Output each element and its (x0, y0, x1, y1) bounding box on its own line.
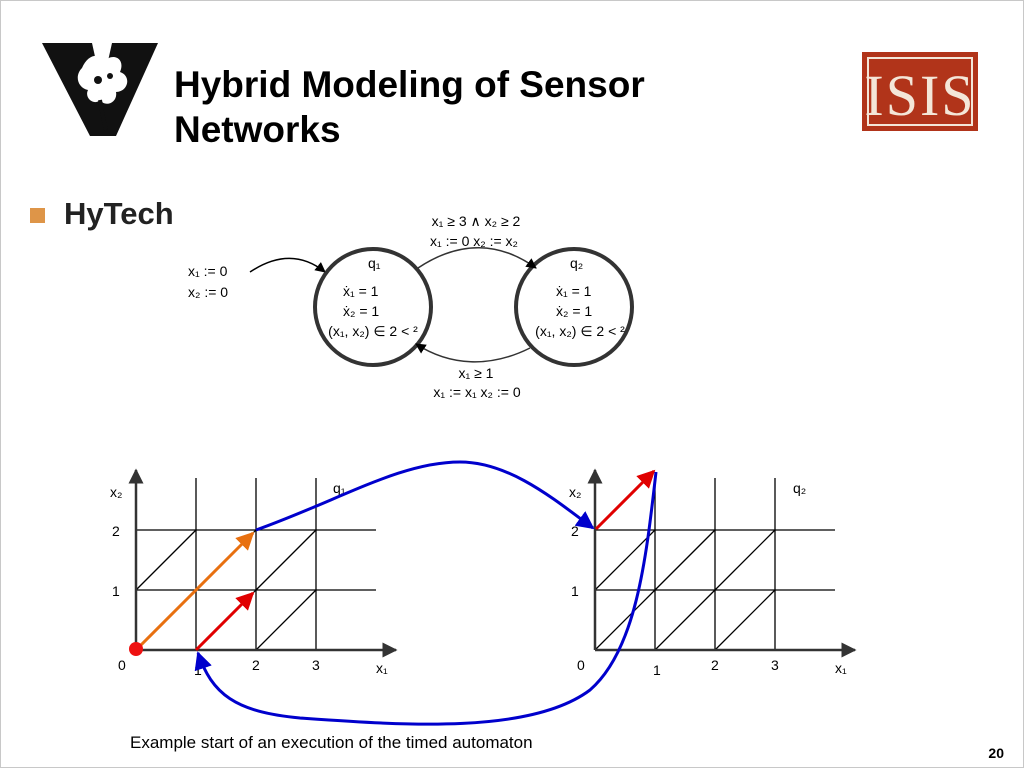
state-q2 (514, 247, 634, 367)
state-q1-invariant: (x₁, x₂) ∈ 2 < ² (328, 323, 418, 339)
plot-q1-xlabel: x₁ (376, 660, 388, 676)
plot-q1-xtick-0: 0 (118, 657, 126, 673)
plot-q1: x₂ x₁ q₁ 2 1 0 1 2 3 (110, 468, 398, 678)
plot-q2-xtick-3: 3 (771, 657, 779, 673)
state-q1-flow-x1: ẋ₁ = 1 (343, 283, 379, 299)
plot-q1-state-label: q₁ (333, 480, 346, 496)
edge-q1-to-q2 (417, 247, 537, 269)
state-q2-flow-x1: ẋ₁ = 1 (556, 283, 592, 299)
plot-q2-ytick-2: 2 (571, 523, 579, 539)
edge-q1-q2-guard: x₁ ≥ 3 ∧ x₂ ≥ 2 (432, 213, 521, 229)
init-reset-x2: x₂ := 0 (188, 284, 228, 300)
plot-q1-ytick-2: 2 (112, 523, 120, 539)
plot-q2-xtick-2: 2 (711, 657, 719, 673)
state-q2-flow-x2: ẋ₂ = 1 (556, 303, 592, 319)
plot-q1-flow-arrow-orange (134, 531, 255, 652)
init-reset-x1: x₁ := 0 (188, 263, 228, 279)
figure-caption: Example start of an execution of the tim… (130, 733, 533, 752)
plot-q1-ylabel: x₂ (110, 484, 122, 500)
transition-curve-q1-to-q2 (255, 460, 595, 532)
plot-q2-xtick-0: 0 (577, 657, 585, 673)
plot-q1-grid (135, 478, 376, 651)
bullet-hytech: HyTech (64, 196, 174, 231)
initial-edge (249, 257, 326, 273)
state-q1 (313, 247, 433, 367)
slide-title: Hybrid Modeling of Sensor Networks (174, 64, 645, 150)
state-q2-name: q₂ (570, 255, 583, 271)
plot-q2-xlabel: x₁ (835, 660, 847, 676)
isis-logo: ISIS (862, 52, 978, 131)
plot-q2: x₂ x₁ q₂ 2 1 0 1 2 3 (569, 468, 857, 678)
isis-logo-text: ISIS (864, 63, 975, 128)
plot-q2-flow-arrow-red (594, 469, 656, 531)
plot-q2-grid (594, 478, 835, 651)
vanderbilt-logo (42, 43, 158, 136)
plot-q2-ytick-1: 1 (571, 583, 579, 599)
state-q2-invariant: (x₁, x₂) ∈ 2 < ² (535, 323, 625, 339)
plot-q2-state-label: q₂ (793, 480, 806, 496)
edge-q2-to-q1 (415, 343, 531, 363)
plot-q1-ytick-1: 1 (112, 583, 120, 599)
plot-q1-xtick-2: 2 (252, 657, 260, 673)
transition-curve-q2-to-q1 (194, 471, 658, 726)
edge-q2-q1-reset: x₁ := x₁ x₂ := 0 (433, 384, 520, 400)
plot-q2-xtick-1: 1 (653, 662, 661, 678)
plot-q1-xtick-3: 3 (312, 657, 320, 673)
plot-q1-start-dot (129, 642, 143, 656)
state-q1-flow-x2: ẋ₂ = 1 (343, 303, 379, 319)
state-q1-name: q₁ (368, 255, 381, 271)
bullet-marker (30, 208, 45, 223)
plot-q1-xtick-1: 1 (194, 662, 202, 678)
page-number: 20 (988, 745, 1004, 761)
plot-q2-ylabel: x₂ (569, 484, 581, 500)
edge-q1-q2-reset: x₁ := 0 x₂ := x₂ (430, 233, 518, 249)
edge-q2-q1-guard: x₁ ≥ 1 (459, 365, 494, 381)
plot-q1-flow-arrow-red (194, 591, 255, 652)
